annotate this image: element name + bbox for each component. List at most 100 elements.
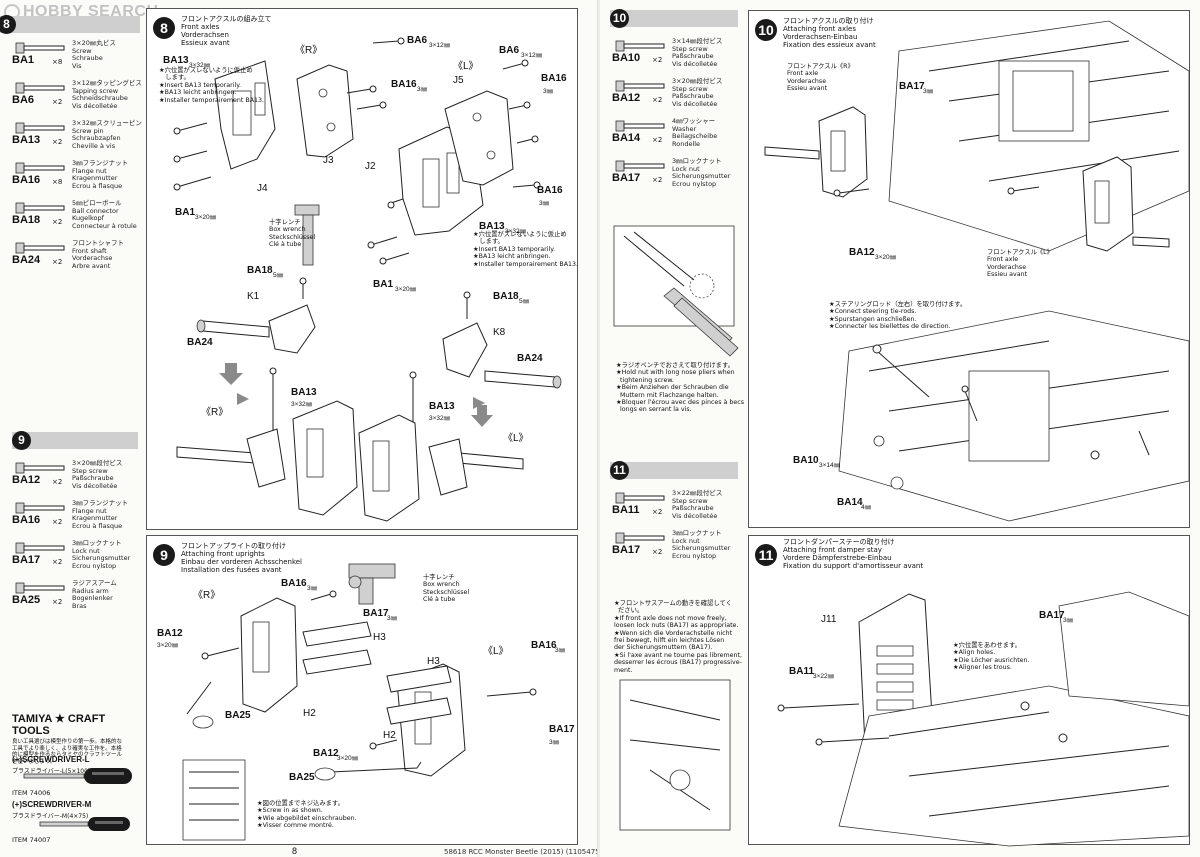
label-j11: J11	[821, 614, 837, 625]
part-description: 3×22㎜段付ビス Step screw Paßschraube Vis déc…	[672, 489, 723, 520]
k8-assembly-icon	[442, 291, 562, 389]
r-upright-icon	[201, 590, 337, 713]
part-icon	[15, 542, 65, 554]
front-axle-r-label: フロントアクスル《R》 Front axle Vorderachse Essie…	[787, 63, 854, 93]
l-lower-assembly-icon	[358, 371, 524, 522]
part-quantity: ×2	[52, 598, 63, 606]
label-ba6-size: 3×12㎜	[521, 52, 543, 59]
label-ba17: BA17	[549, 724, 575, 735]
part-description: 3㎜ロックナット Lock nut Sicherungsmutter Ecrou…	[72, 539, 131, 570]
label-j2: J2	[365, 161, 376, 172]
label-ba17-size: 3㎜	[549, 739, 560, 746]
part-quantity: ×2	[652, 548, 663, 556]
label-ba1: BA1	[373, 279, 394, 290]
part-code: BA10	[612, 52, 641, 64]
parts-header-step-number: 8	[0, 15, 16, 34]
step-8-title: フロントアクスルの組み立て Front axles Vorderachsen E…	[181, 15, 272, 47]
part-quantity: ×2	[652, 136, 663, 144]
label-ba13: BA13	[163, 55, 189, 66]
ba11-screws-icon	[777, 701, 1068, 746]
part-description: フロントシャフト Front shaft Vorderachse Arbre a…	[72, 239, 124, 270]
label-k8: K8	[493, 327, 506, 338]
step-11-title: フロントダンパーステーの取り付け Attaching front damper …	[783, 538, 924, 570]
note-tie-rods: ★ステアリングロッド（左右）を取り付けます。 ★Connect steering…	[829, 301, 967, 331]
craft-tools-description: 良い工具選びは模型作りの第一歩。本格的な 工具でより楽しく、より確実な工作を。本…	[12, 739, 123, 765]
front-axle-l-icon	[1082, 156, 1170, 252]
craft-tools-title: TAMIYA ★ CRAFT TOOLS	[12, 713, 106, 737]
step-8-side-r: 《R》	[295, 45, 323, 56]
ba25-radius-arm-icon	[186, 681, 422, 781]
label-ba13-size: 3×32㎜	[291, 401, 313, 408]
part-icon	[15, 202, 65, 214]
label-ba16: BA16	[531, 640, 557, 651]
l-screws-icon	[367, 59, 541, 265]
label-ba16-size: 3㎜	[307, 585, 318, 592]
step-8-number: 8	[153, 17, 175, 39]
label-ba16-size: 3㎜	[539, 200, 550, 207]
label-ba10-size: 3×14㎜	[819, 462, 841, 469]
page-number-left: 8	[292, 846, 298, 856]
part-quantity: ×2	[52, 218, 63, 226]
label-h2: H2	[383, 730, 396, 741]
label-ba12-size: 3×20㎜	[157, 642, 179, 649]
h3-arm-icon	[302, 621, 372, 675]
chassis-detail-icon	[182, 759, 246, 841]
part-quantity: ×2	[652, 176, 663, 184]
j4-part-icon	[214, 60, 276, 170]
part-description: 3㎜フランジナット Flange nut Kragenmutter Ecrou …	[72, 159, 129, 190]
label-ba24: BA24	[517, 353, 543, 364]
part-icon	[15, 502, 65, 514]
parts-header-9: 9	[12, 431, 138, 450]
part-icon	[615, 120, 665, 132]
part-icon	[15, 42, 65, 54]
label-ba16: BA16	[541, 73, 567, 84]
box-wrench-label: 十字レンチ Box wrench Steckschlüssel Clé à tu…	[269, 219, 316, 249]
parts-header-8: 8	[0, 15, 140, 34]
part-quantity: ×2	[52, 258, 63, 266]
label-ba16-size: 3㎜	[543, 88, 554, 95]
part-code: BA12	[12, 474, 41, 486]
step-10-diagram	[764, 20, 1190, 522]
label-ba25: BA25	[225, 710, 251, 721]
label-h2: H2	[303, 708, 316, 719]
chassis-upper-icon	[888, 20, 1190, 252]
box-wrench-label: 十字レンチ Box wrench Steckschlüssel Clé à tu…	[423, 574, 470, 604]
part-icon	[615, 40, 665, 52]
step-8-side-r-2: 《R》	[201, 407, 229, 418]
manual-page-left: HOBBY SEARCH 8 9 TAMIYA ★ CRAFT TOOLS 良い…	[0, 0, 607, 857]
screwdriver-m-icon	[39, 817, 130, 831]
label-ba6-size: 3×12㎜	[429, 42, 451, 49]
label-ba13: BA13	[291, 387, 317, 398]
part-code: BA6	[12, 94, 35, 106]
part-description: 3㎜ロックナット Lock nut Sicherungsmutter Ecrou…	[672, 157, 731, 188]
part-description: ラジアスアーム Radius arm Bogenlenker Bras	[72, 579, 117, 610]
label-ba24: BA24	[187, 337, 213, 348]
part-code: BA24	[12, 254, 41, 266]
part-icon	[615, 532, 665, 544]
part-quantity: ×2	[652, 508, 663, 516]
note-locknut: ★フロントサスアームの動きを確認してく ださい。 ★If front axle …	[614, 600, 742, 674]
part-description: 3×20㎜段付ビス Step screw Paßschraube Vis déc…	[672, 77, 723, 108]
r-lower-assembly-icon	[176, 367, 358, 516]
part-code: BA16	[12, 174, 41, 186]
label-h3: H3	[373, 632, 386, 643]
part-description: 3×20㎜段付ビス Step screw Paßschraube Vis déc…	[72, 459, 123, 490]
part-icon	[15, 162, 65, 174]
label-ba17-size: 3㎜	[387, 615, 398, 622]
part-description: 3㎜フランジナット Flange nut Kragenmutter Ecrou …	[72, 499, 129, 530]
label-ba18-size: 5㎜	[519, 298, 530, 305]
parts-header-10: 10	[610, 9, 738, 28]
step-8-box: 8 フロントアクスルの組み立て Front axles Vorderachsen…	[146, 8, 578, 530]
part-description: 3×12㎜タッピングビス Tapping screw Schneidschrau…	[72, 79, 142, 110]
part-quantity: ×2	[52, 98, 63, 106]
part-description: 4㎜ワッシャー Washer Beilagscheibe Rondelle	[672, 117, 718, 148]
j5-part-icon	[444, 90, 514, 186]
label-ba1-size: 3×20㎜	[395, 286, 417, 293]
label-h3: H3	[427, 656, 440, 667]
part-quantity: ×2	[52, 558, 63, 566]
label-ba11: BA11	[789, 666, 815, 677]
part-quantity: ×2	[652, 96, 663, 104]
label-ba16: BA16	[537, 185, 563, 196]
watermark-text: HOBBY SEARCH	[23, 3, 159, 20]
part-icon	[615, 80, 665, 92]
